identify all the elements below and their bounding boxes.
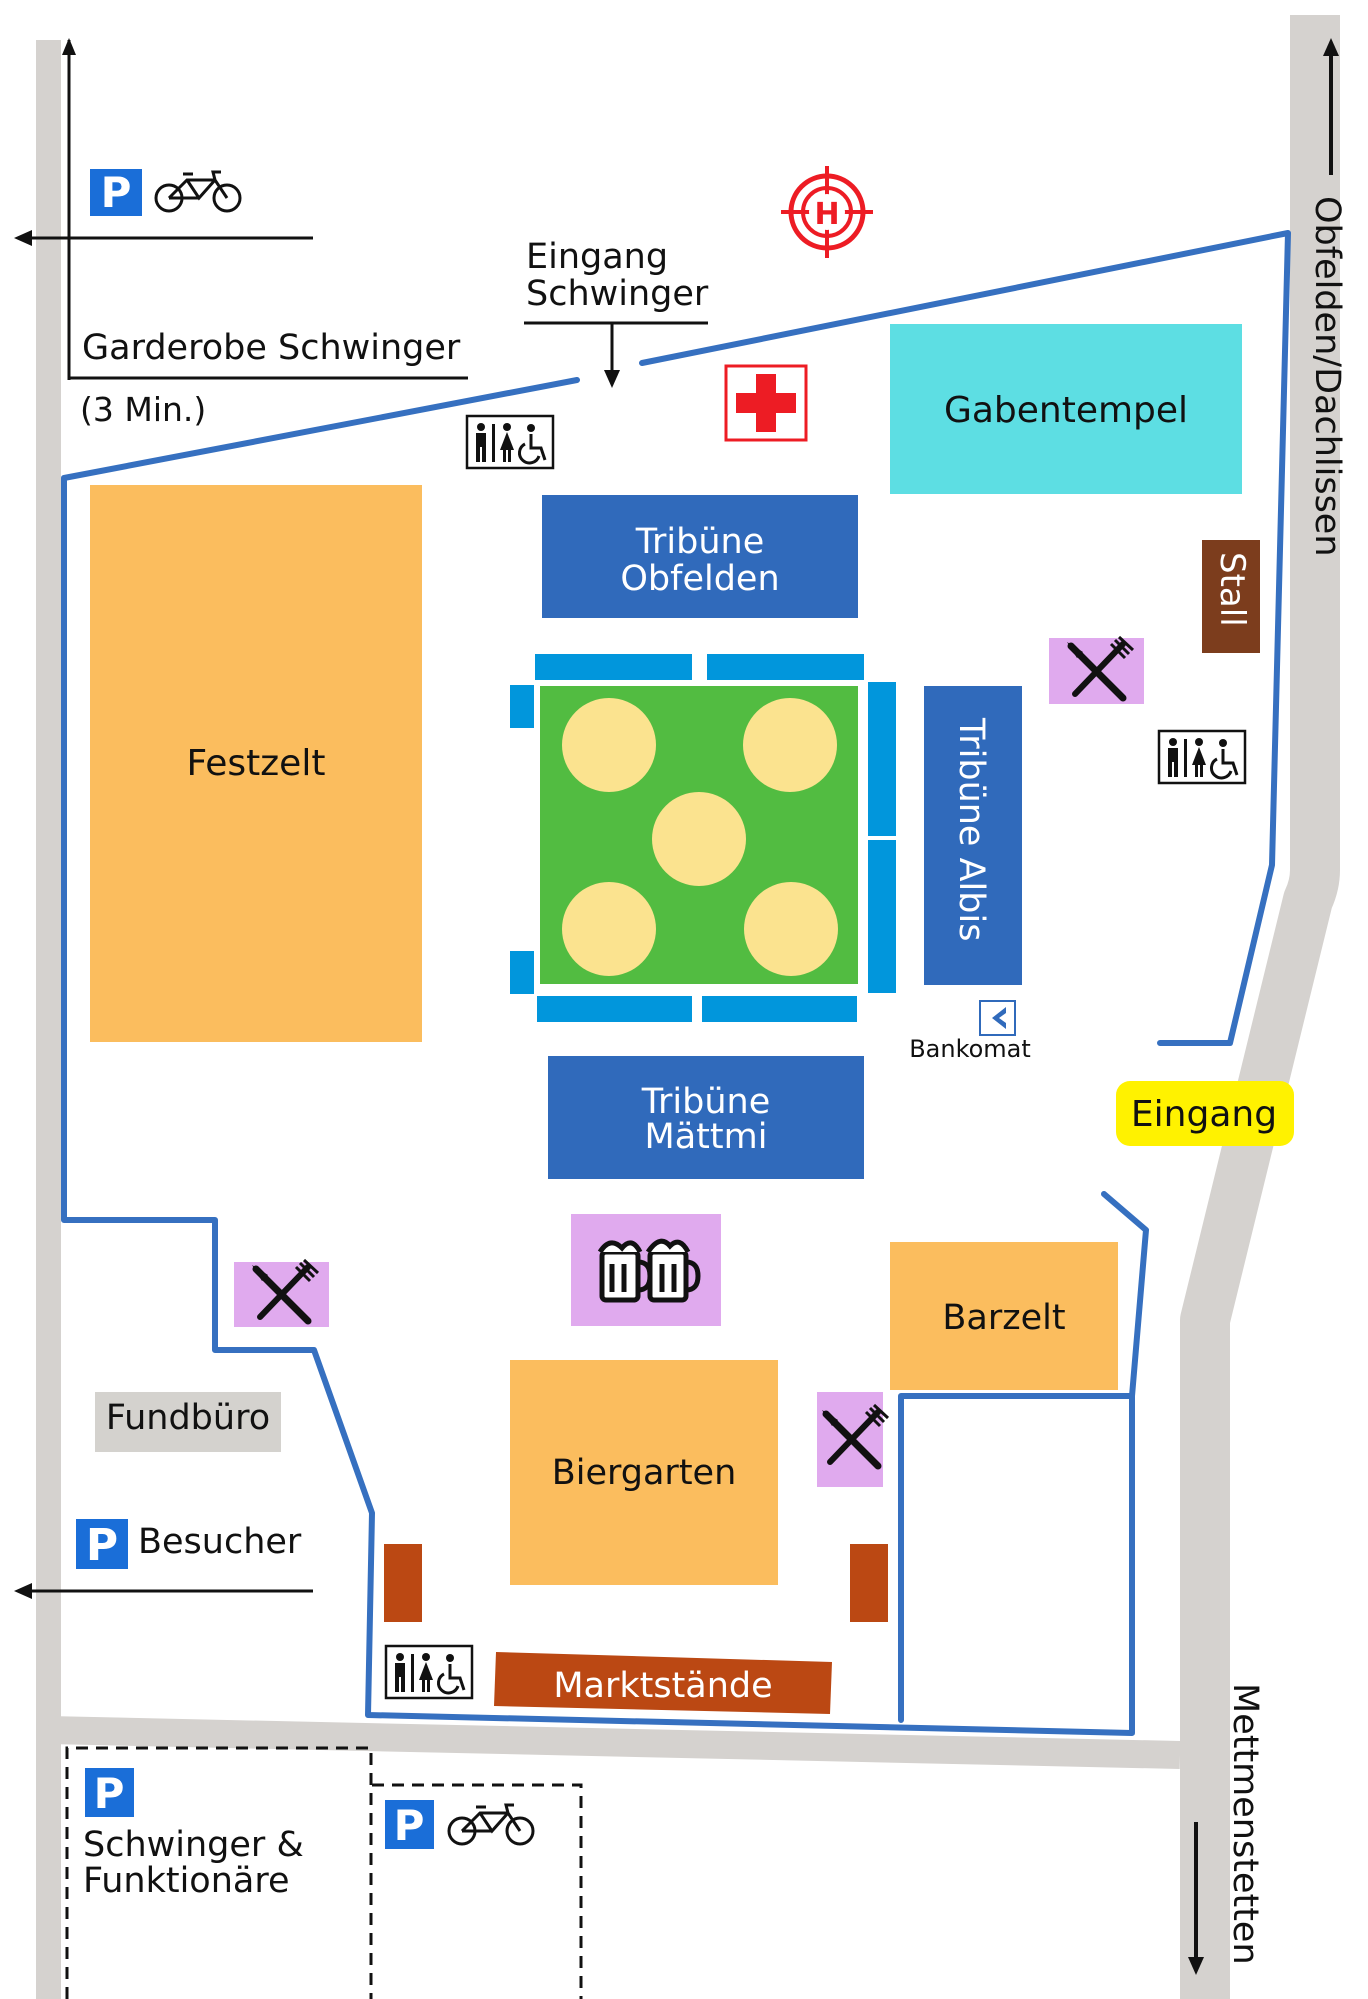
garderobe-label: Garderobe Schwinger [82, 328, 461, 368]
parking-schwinger-label-2: Funktionäre [83, 1861, 290, 1901]
gabentempel-area [890, 324, 1242, 494]
tribuene-obfelden-label-2: Obfelden [620, 559, 779, 599]
svg-text:P: P [94, 1769, 125, 1818]
eingang-label: Eingang [1131, 1094, 1277, 1135]
restroom-icon-south [384, 1644, 474, 1700]
eingang-schwinger-label-2: Schwinger [526, 274, 709, 314]
gabentempel-label: Gabentempel [944, 390, 1188, 431]
parking-schwinger-label-1: Schwinger & [83, 1825, 304, 1865]
svg-text:P: P [101, 168, 132, 217]
eingang-badge [1116, 1081, 1294, 1146]
parking-area-schwinger [65, 1746, 583, 1999]
bicycle-icon-south [447, 1803, 535, 1846]
bank-icon [979, 1000, 1016, 1036]
parking-icon: P [90, 168, 142, 217]
biergarten-label: Biergarten [552, 1453, 737, 1493]
marktstaende-banner [494, 1652, 832, 1714]
marktstaende-label: Marktstände [553, 1666, 772, 1706]
tribuene-maettmi [548, 1056, 864, 1179]
field-benches [510, 654, 896, 1022]
bankomat-label: Bankomat [909, 1035, 1031, 1063]
garderobe-arrow [14, 38, 468, 380]
svg-text:P: P [86, 1520, 118, 1571]
first-aid-icon [724, 364, 808, 442]
tribuene-albis-label: Tribüne Albis [951, 717, 991, 941]
barzelt-tent [890, 1242, 1118, 1390]
road-south-label: Mettmenstetten [1225, 1683, 1265, 1965]
svg-text:P: P [394, 1801, 425, 1850]
tribuene-obfelden [542, 495, 858, 618]
festival-fence [61, 230, 1291, 1736]
restroom-icon [465, 414, 555, 470]
schwing-rings [562, 698, 838, 976]
helipad-icon: H [781, 166, 873, 258]
parking-icon-schwinger: P [85, 1768, 134, 1818]
besucher-label: Besucher [138, 1522, 302, 1562]
stall-building [1202, 540, 1260, 653]
eingang-schwinger-arrow [524, 321, 708, 388]
fundbuero-label: Fundbüro [106, 1398, 270, 1438]
tribuene-obfelden-label-1: Tribüne [635, 522, 764, 562]
festzelt-label: Festzelt [187, 743, 326, 784]
market-stall-east [850, 1544, 888, 1622]
svg-text:H: H [814, 197, 839, 232]
restroom-icon-east [1157, 729, 1247, 785]
beer-icon [597, 1238, 701, 1303]
garderobe-time-label: (3 Min.) [80, 390, 206, 429]
tribuene-albis [924, 686, 1022, 985]
market-stall-west [384, 1544, 422, 1622]
fundbuero-box [95, 1392, 281, 1452]
parking-icon-bike-south: P [385, 1800, 434, 1850]
road-north-label: Obfelden/Dachlissen [1307, 196, 1347, 557]
stall-label: Stall [1212, 552, 1252, 627]
festzelt-tent [90, 485, 422, 1042]
besucher-arrow [14, 1583, 313, 1599]
biergarten-area [510, 1360, 778, 1585]
barzelt-label: Barzelt [942, 1298, 1065, 1338]
bicycle-icon [154, 170, 242, 213]
road-north-arrow [1323, 38, 1339, 175]
road-south-arrow [1188, 1822, 1204, 1975]
tribuene-maettmi-label-1: Tribüne [641, 1082, 770, 1122]
parking-icon-besucher: P [76, 1519, 128, 1571]
eingang-schwinger-label-1: Eingang [526, 237, 668, 277]
tribuene-maettmi-label-2: Mättmi [645, 1117, 768, 1157]
roads [36, 15, 1340, 1999]
